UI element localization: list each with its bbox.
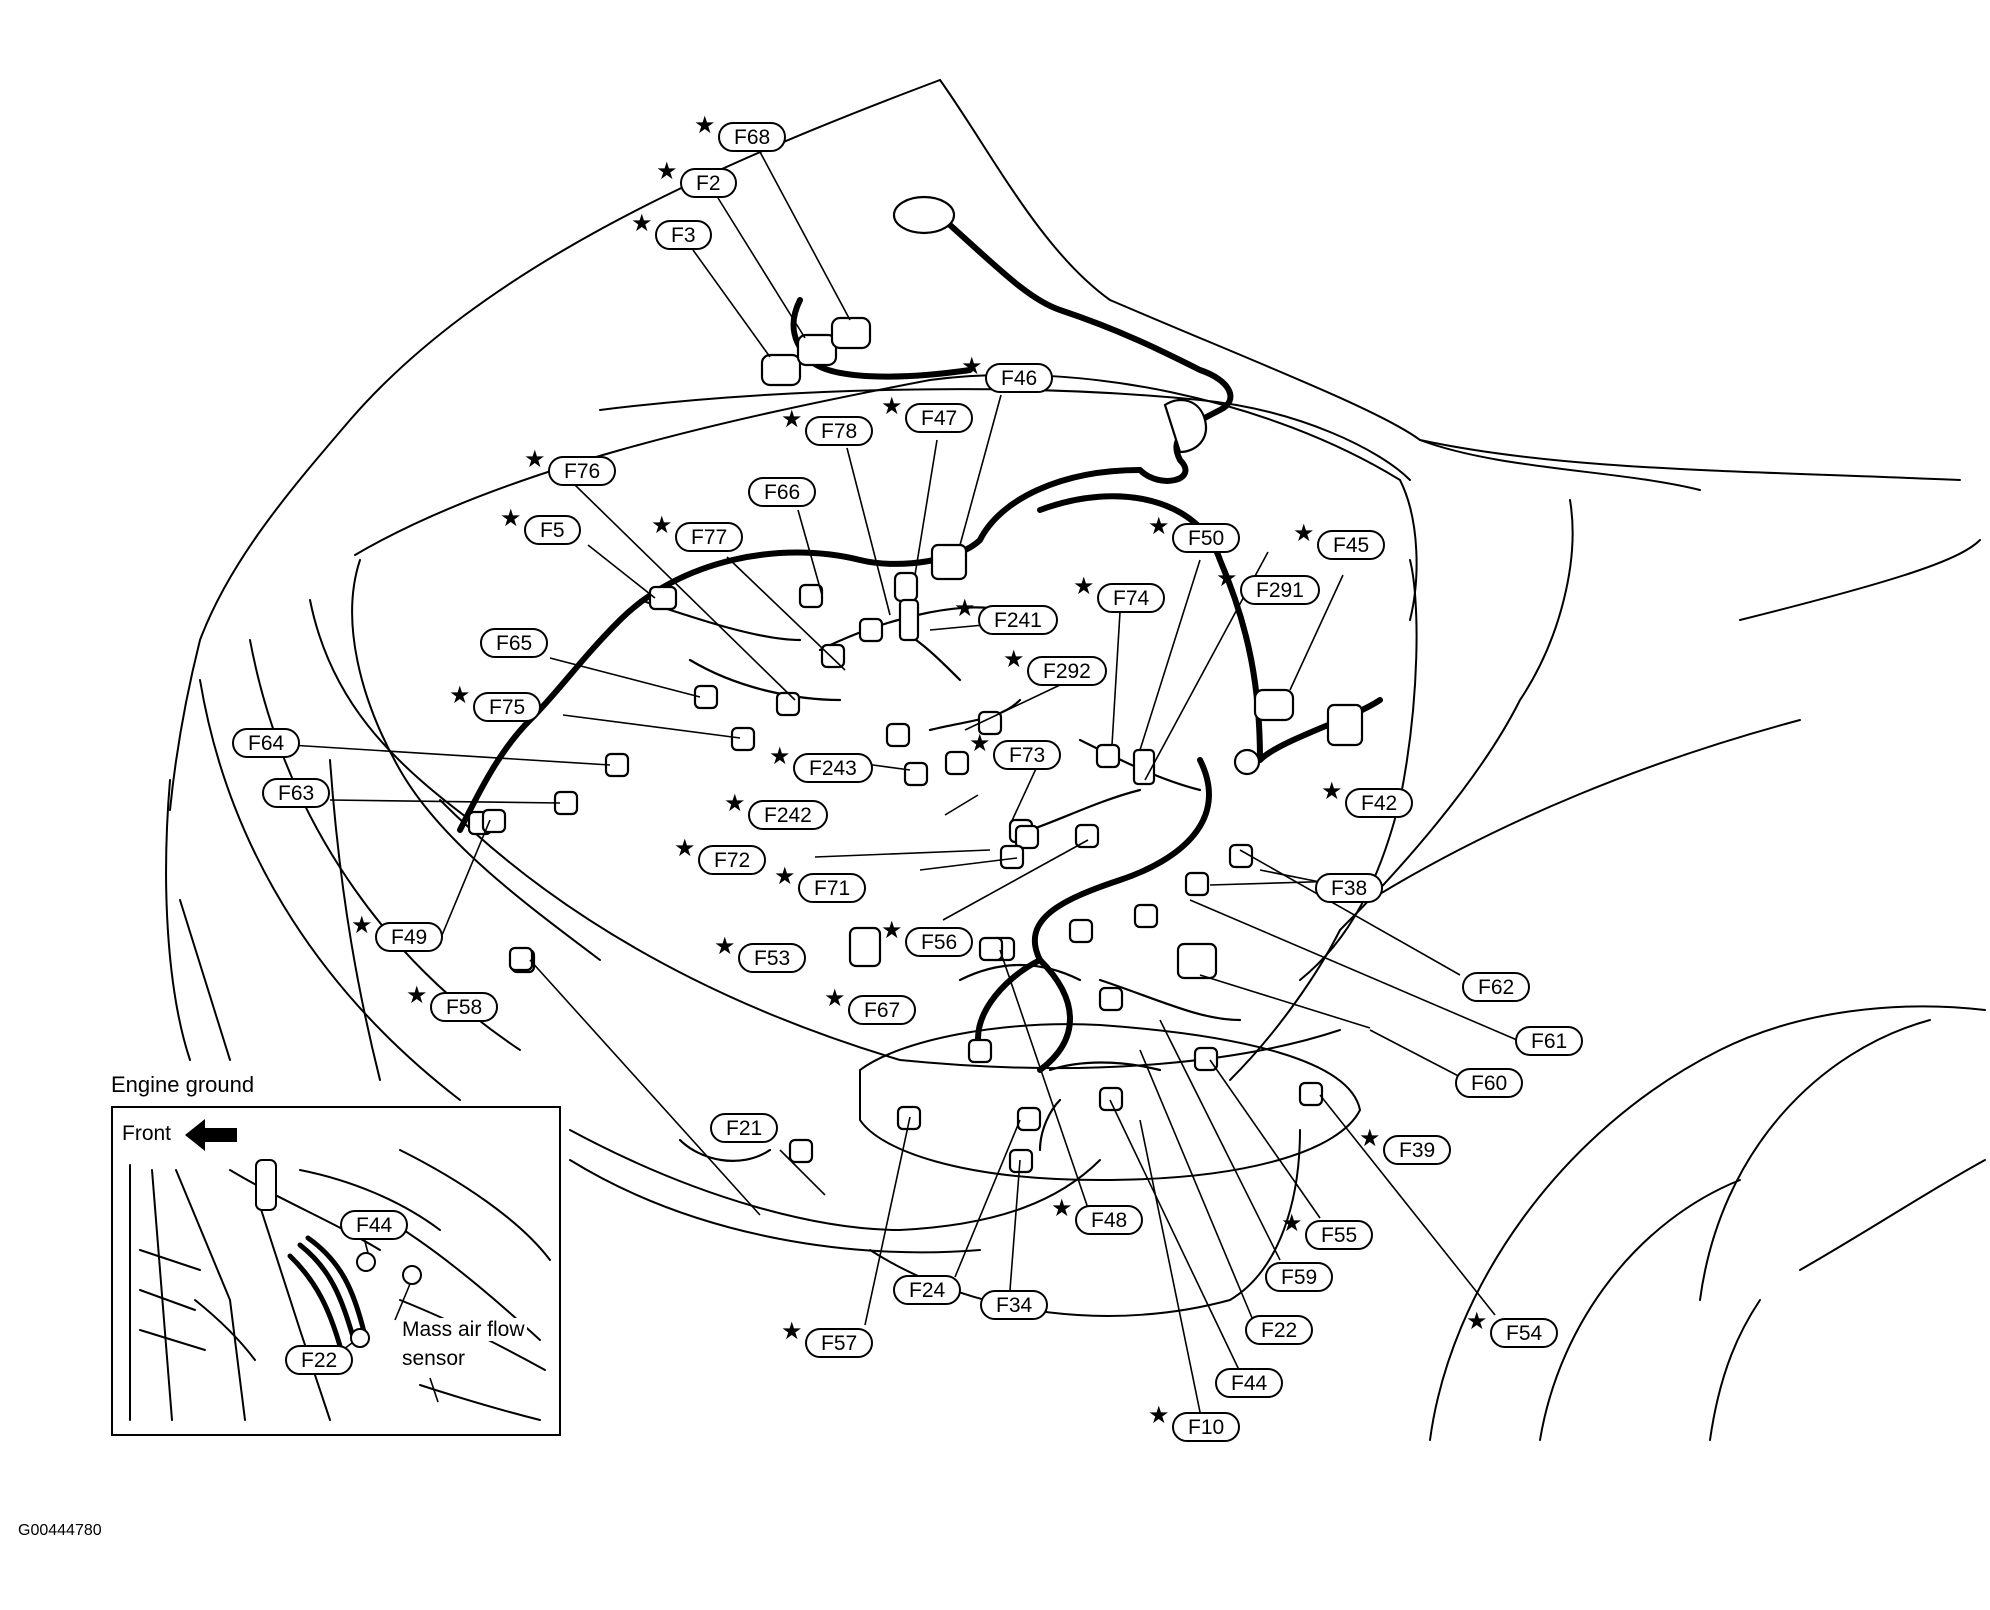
connector-label-F56: ★F56 [881, 919, 974, 957]
connector-label-F78: ★F78 [781, 408, 874, 446]
connector-label-F38: F38 [1315, 873, 1384, 903]
connector-label-F24: F24 [893, 1275, 962, 1305]
star-mark: ★ [406, 982, 428, 1009]
connector-label-F72: ★F72 [674, 837, 767, 875]
connector-label-F292: ★F292 [1003, 648, 1107, 686]
connector-label-F53: ★F53 [714, 935, 807, 973]
connector-label-F65: F65 [480, 628, 549, 658]
star-mark: ★ [724, 790, 746, 817]
star-mark: ★ [781, 406, 803, 433]
connector-label-F242: ★F242 [724, 792, 828, 830]
connector-label-F57: ★F57 [781, 1320, 874, 1358]
star-mark: ★ [694, 112, 716, 139]
connector-label-F21: F21 [710, 1113, 779, 1143]
star-mark: ★ [714, 933, 736, 960]
connector-label-F55: ★F55 [1281, 1212, 1374, 1250]
star-mark: ★ [1073, 573, 1095, 600]
connector-label-F243: ★F243 [769, 745, 873, 783]
figure-code: G00444780 [18, 1522, 102, 1539]
inset-title: Engine ground [111, 1072, 255, 1097]
star-mark: ★ [1281, 1210, 1303, 1237]
star-mark: ★ [881, 917, 903, 944]
connector-label-F5: ★F5 [500, 507, 581, 545]
connector-label-F22: F22 [1245, 1315, 1314, 1345]
star-mark: ★ [1359, 1125, 1381, 1152]
star-mark: ★ [1293, 520, 1315, 547]
connector-label-F241: ★F241 [954, 597, 1058, 635]
connector-label-F39: ★F39 [1359, 1127, 1452, 1165]
star-mark: ★ [351, 912, 373, 939]
connector-label-F61: F61 [1515, 1026, 1584, 1056]
star-mark: ★ [656, 158, 678, 185]
connector-label-F63: F63 [262, 778, 331, 808]
connector-label-F2: ★F2 [656, 160, 737, 198]
connector-label-F46: ★F46 [961, 355, 1054, 393]
star-mark: ★ [954, 595, 976, 622]
connector-label-F59: F59 [1265, 1262, 1334, 1292]
connector-label-F50: ★F50 [1148, 515, 1241, 553]
star-mark: ★ [674, 835, 696, 862]
connector-label-F10: ★F10 [1148, 1404, 1241, 1442]
connector-label-F64: F64 [232, 728, 301, 758]
engine-ground-inset [111, 1106, 561, 1436]
sensor-label: sensor [400, 1347, 468, 1370]
connector-label-F77: ★F77 [651, 514, 744, 552]
star-mark: ★ [774, 863, 796, 890]
star-mark: ★ [969, 730, 991, 757]
connector-label-F44: F44 [1215, 1368, 1284, 1398]
front-label: Front [122, 1122, 172, 1145]
connector-label-F48: ★F48 [1051, 1197, 1144, 1235]
connector-label-F42: ★F42 [1321, 780, 1414, 818]
inset-label-F22: F22 [285, 1345, 354, 1375]
star-mark: ★ [449, 682, 471, 709]
star-mark: ★ [824, 985, 846, 1012]
star-mark: ★ [524, 446, 546, 473]
connector-label-F291: ★F291 [1216, 567, 1320, 605]
front-arrow-icon [185, 1119, 237, 1151]
mass-air-flow-label: Mass air flow [400, 1318, 527, 1341]
star-mark: ★ [881, 393, 903, 420]
connector-label-F62: F62 [1462, 972, 1531, 1002]
connector-label-F60: F60 [1455, 1068, 1524, 1098]
connector-label-F76: ★F76 [524, 448, 617, 486]
star-mark: ★ [651, 512, 673, 539]
connector-label-F71: ★F71 [774, 865, 867, 903]
star-mark: ★ [1216, 565, 1238, 592]
connector-label-F3: ★F3 [631, 212, 712, 250]
star-mark: ★ [781, 1318, 803, 1345]
connector-label-F73: ★F73 [969, 732, 1062, 770]
connector-label-F75: ★F75 [449, 684, 542, 722]
star-mark: ★ [500, 505, 522, 532]
connector-label-F47: ★F47 [881, 395, 974, 433]
star-mark: ★ [961, 353, 983, 380]
connector-label-F54: ★F54 [1466, 1310, 1559, 1348]
star-mark: ★ [769, 743, 791, 770]
connector-label-F49: ★F49 [351, 914, 444, 952]
connector-label-F45: ★F45 [1293, 522, 1386, 560]
connector-label-F67: ★F67 [824, 987, 917, 1025]
star-mark: ★ [1051, 1195, 1073, 1222]
star-mark: ★ [1148, 513, 1170, 540]
connector-label-F74: ★F74 [1073, 575, 1166, 613]
connector-label-F66: F66 [748, 477, 817, 507]
connector-label-F34: F34 [980, 1290, 1049, 1320]
star-mark: ★ [1466, 1308, 1488, 1335]
connector-label-F68: ★F68 [694, 114, 787, 152]
star-mark: ★ [1321, 778, 1343, 805]
star-mark: ★ [1148, 1402, 1170, 1429]
star-mark: ★ [631, 210, 653, 237]
inset-label-F44: F44 [340, 1210, 409, 1240]
star-mark: ★ [1003, 646, 1025, 673]
connector-label-F58: ★F58 [406, 984, 499, 1022]
